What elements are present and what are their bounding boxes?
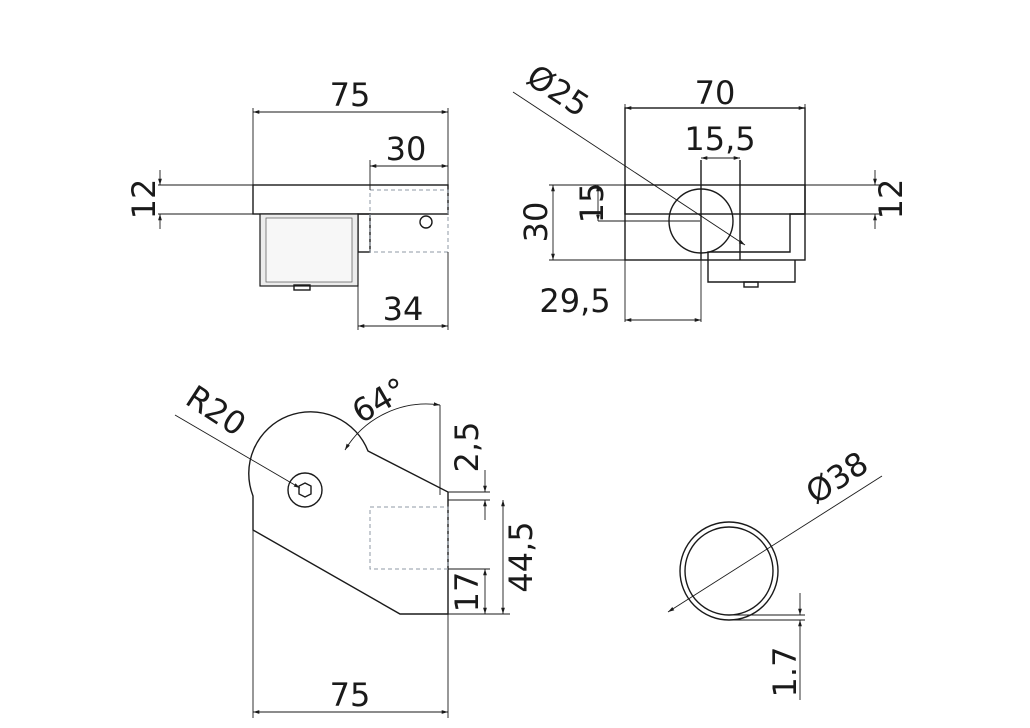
bottom-dim-overall-width: 75 <box>330 676 371 714</box>
tube-inner-circle <box>684 526 774 616</box>
front-view: 75 30 12 34 <box>125 76 449 330</box>
side-top-plate <box>624 184 806 215</box>
bottom-hex-socket <box>298 482 312 498</box>
front-dim-overall-width: 75 <box>330 76 371 114</box>
side-dim-diameter-leader <box>512 91 746 246</box>
bottom-dim-radius-leader <box>174 414 301 489</box>
bottom-dim-slot-offset: 17 <box>448 572 486 613</box>
side-dim-left-offset: 29,5 <box>539 282 610 320</box>
front-step <box>357 213 371 253</box>
bottom-hidden-slot <box>369 506 449 570</box>
bottom-dim-angle: 64° <box>345 370 413 431</box>
front-dim-bottom-width: 34 <box>383 290 424 328</box>
front-dim-top-thickness: 12 <box>125 179 163 220</box>
side-dim-inner-width: 15,5 <box>684 120 755 158</box>
bottom-bolt-circle <box>287 472 323 508</box>
side-lower-block <box>707 213 805 283</box>
front-top-plate <box>252 184 449 215</box>
bottom-plate-outline <box>248 411 449 615</box>
bottom-dim-angle-arc <box>344 402 441 451</box>
tube-outer-circle <box>679 521 779 621</box>
bottom-dim-radius: R20 <box>179 378 252 444</box>
front-hole <box>419 215 433 229</box>
front-hidden-slot <box>369 189 449 253</box>
front-foot <box>293 284 311 291</box>
tube-section: Ø38 1.7 <box>667 444 883 700</box>
side-foot <box>743 281 759 288</box>
side-dim-hole: 15 <box>573 183 611 224</box>
tube-dim-diameter: Ø38 <box>799 444 875 512</box>
side-dim-overall-width: 70 <box>695 74 736 112</box>
side-dim-diameter: Ø25 <box>520 57 596 125</box>
bottom-dim-small: 2,5 <box>448 422 486 473</box>
front-dim-slot-width: 30 <box>386 130 427 168</box>
bottom-dim-slot-height: 44,5 <box>502 521 540 592</box>
tube-dim-wall: 1.7 <box>766 647 804 698</box>
side-dim-top-thickness: 12 <box>872 179 910 220</box>
tube-dim-diameter-leader <box>667 475 883 613</box>
side-dim-height: 30 <box>517 202 555 243</box>
side-view: Ø25 70 15,5 30 15 29,5 12 <box>512 57 910 322</box>
bottom-view: R20 64° 2,5 44,5 17 75 <box>174 370 540 718</box>
